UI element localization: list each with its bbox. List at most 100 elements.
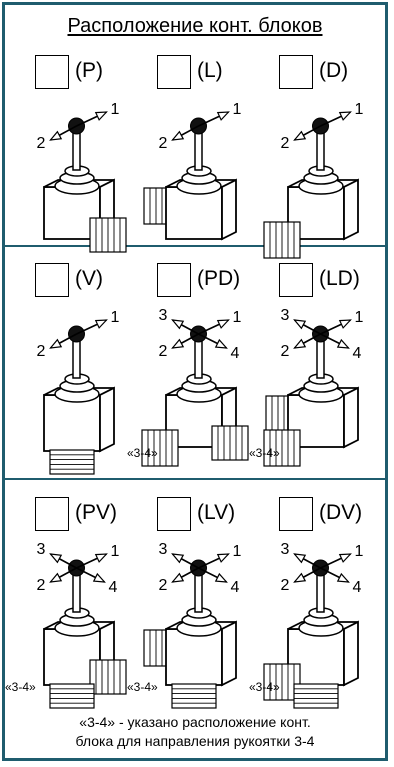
direction-arrow-2 bbox=[293, 333, 321, 349]
option-checkbox[interactable] bbox=[35, 497, 69, 531]
joystick-drawing: 12 bbox=[263, 101, 364, 259]
direction-label-1: 1 bbox=[111, 101, 120, 118]
direction-label-2: 2 bbox=[37, 577, 46, 594]
direction-arrow-3 bbox=[49, 553, 77, 569]
contact-block-below bbox=[49, 683, 95, 709]
direction-arrow-1 bbox=[76, 553, 108, 569]
direction-arrow-4 bbox=[320, 333, 350, 349]
option-code: (D) bbox=[319, 59, 349, 82]
direction-label-2: 2 bbox=[281, 577, 290, 594]
direction-label-4: 4 bbox=[353, 579, 362, 596]
contact-block-front bbox=[263, 429, 301, 467]
direction-label-1: 1 bbox=[233, 543, 242, 560]
joystick-drawing: 1 2 3 4 bbox=[263, 541, 364, 709]
option-code: (P) bbox=[75, 59, 103, 82]
option-checkbox[interactable] bbox=[35, 55, 69, 89]
direction-arrow-1 bbox=[76, 111, 108, 127]
option-code: (LD) bbox=[319, 267, 360, 290]
direction-arrow-3 bbox=[171, 319, 199, 335]
direction-label-1: 1 bbox=[233, 101, 242, 118]
direction-label-2: 2 bbox=[37, 343, 46, 360]
config-note: «3-4» bbox=[127, 680, 158, 694]
direction-arrow-4 bbox=[320, 567, 350, 583]
contact-block-right bbox=[211, 425, 249, 461]
footer-line-1: «3-4» - указано расположение конт. bbox=[79, 714, 311, 730]
direction-arrow-2 bbox=[171, 567, 199, 583]
option-checkbox[interactable] bbox=[279, 55, 313, 89]
option-checkbox[interactable] bbox=[279, 263, 313, 297]
direction-arrow-2 bbox=[49, 125, 77, 141]
contact-block-right bbox=[89, 659, 127, 695]
direction-label-2: 2 bbox=[159, 343, 168, 360]
option-code: (PD) bbox=[197, 267, 241, 290]
housing-cube bbox=[165, 628, 223, 686]
contact-block-front bbox=[141, 429, 179, 467]
joystick-drawing: 1 2 3 4 bbox=[263, 307, 364, 467]
direction-label-1: 1 bbox=[355, 543, 364, 560]
option-code: (V) bbox=[75, 267, 103, 290]
direction-label-3: 3 bbox=[37, 541, 46, 558]
option-code: (L) bbox=[197, 59, 223, 82]
direction-label-1: 1 bbox=[355, 101, 364, 118]
housing-cube bbox=[165, 186, 223, 240]
direction-label-1: 1 bbox=[355, 309, 364, 326]
direction-arrow-3 bbox=[293, 319, 321, 335]
direction-arrow-1 bbox=[198, 111, 230, 127]
direction-label-2: 2 bbox=[159, 577, 168, 594]
direction-arrow-1 bbox=[320, 553, 352, 569]
option-code: (LV) bbox=[197, 501, 236, 524]
direction-label-1: 1 bbox=[233, 309, 242, 326]
joystick-drawing: 1 2 3 4 bbox=[141, 307, 249, 467]
config-note: «3-4» bbox=[127, 446, 158, 460]
option-checkbox[interactable] bbox=[279, 497, 313, 531]
direction-label-4: 4 bbox=[109, 579, 118, 596]
direction-arrow-1 bbox=[320, 319, 352, 335]
direction-arrow-1 bbox=[320, 111, 352, 127]
direction-label-4: 4 bbox=[231, 345, 240, 362]
row-divider bbox=[5, 245, 385, 247]
direction-arrow-4 bbox=[76, 567, 106, 583]
direction-arrow-2 bbox=[49, 333, 77, 349]
direction-arrow-4 bbox=[198, 333, 228, 349]
contact-block-below bbox=[293, 683, 339, 709]
footer-line-2: блока для направления рукоятки 3-4 bbox=[75, 733, 315, 749]
direction-arrow-2 bbox=[293, 567, 321, 583]
joystick-drawing: 12 bbox=[37, 309, 120, 475]
option-code: (PV) bbox=[75, 501, 117, 524]
direction-arrow-2 bbox=[171, 125, 199, 141]
contact-block-right bbox=[89, 217, 127, 253]
joystick-drawing: 1 2 3 4 bbox=[37, 541, 127, 709]
option-checkbox[interactable] bbox=[157, 497, 191, 531]
direction-arrow-3 bbox=[293, 553, 321, 569]
option-checkbox[interactable] bbox=[35, 263, 69, 297]
footer-note: «3-4» - указано расположение конт. блока… bbox=[5, 713, 385, 751]
direction-label-2: 2 bbox=[159, 135, 168, 152]
direction-label-2: 2 bbox=[281, 135, 290, 152]
direction-arrow-4 bbox=[198, 567, 228, 583]
direction-arrow-3 bbox=[171, 553, 199, 569]
option-checkbox[interactable] bbox=[157, 55, 191, 89]
option-checkbox[interactable] bbox=[157, 263, 191, 297]
direction-label-3: 3 bbox=[281, 307, 290, 324]
direction-arrow-1 bbox=[198, 319, 230, 335]
direction-label-4: 4 bbox=[353, 345, 362, 362]
direction-arrow-2 bbox=[293, 125, 321, 141]
direction-arrow-1 bbox=[198, 553, 230, 569]
direction-arrow-1 bbox=[76, 319, 108, 335]
direction-label-2: 2 bbox=[281, 343, 290, 360]
option-pd: (PD) 1 2 3 4 «3-4» bbox=[127, 253, 255, 483]
direction-label-4: 4 bbox=[231, 579, 240, 596]
direction-label-3: 3 bbox=[159, 307, 168, 324]
contact-block-front bbox=[263, 663, 301, 701]
direction-label-1: 1 bbox=[111, 543, 120, 560]
direction-label-3: 3 bbox=[281, 541, 290, 558]
joystick-drawing: 12 bbox=[143, 101, 242, 241]
